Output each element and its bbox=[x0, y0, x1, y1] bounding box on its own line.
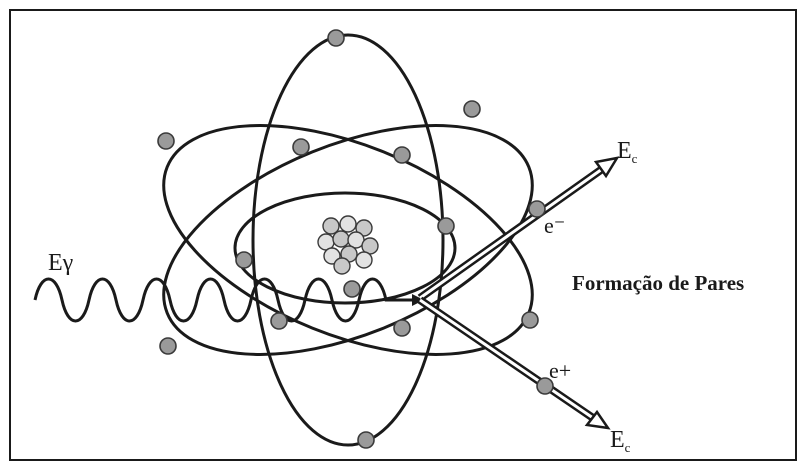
positron-label: e+ bbox=[549, 358, 571, 383]
nucleus bbox=[317, 215, 379, 275]
figure-frame bbox=[9, 9, 797, 461]
orbital-electrons bbox=[157, 29, 539, 449]
orbit-inner bbox=[233, 191, 457, 305]
kinetic-energy-top-letter: E bbox=[617, 138, 632, 164]
photon-arrowhead bbox=[412, 294, 424, 306]
orbit-vertical bbox=[251, 33, 445, 447]
electron-trajectory-arrow bbox=[417, 156, 620, 302]
kinetic-energy-bottom-subscript: c bbox=[625, 440, 631, 455]
electron-label: e⁻ bbox=[544, 213, 565, 238]
kinetic-energy-bottom-letter: E bbox=[610, 427, 625, 453]
kinetic-energy-top-subscript: c bbox=[632, 151, 638, 166]
kinetic-energy-label-top: Ec bbox=[617, 138, 638, 166]
photon-wave bbox=[33, 277, 412, 323]
emitted-positron bbox=[536, 377, 554, 395]
process-title: Formação de Pares bbox=[572, 271, 744, 295]
orbit-tilted-right bbox=[162, 124, 534, 356]
photon-energy-label: Eγ bbox=[48, 250, 74, 276]
kinetic-energy-label-bottom: Ec bbox=[610, 427, 631, 455]
positron-trajectory-arrow bbox=[417, 296, 611, 430]
atom-orbits bbox=[162, 33, 534, 447]
emitted-electron bbox=[528, 200, 546, 218]
